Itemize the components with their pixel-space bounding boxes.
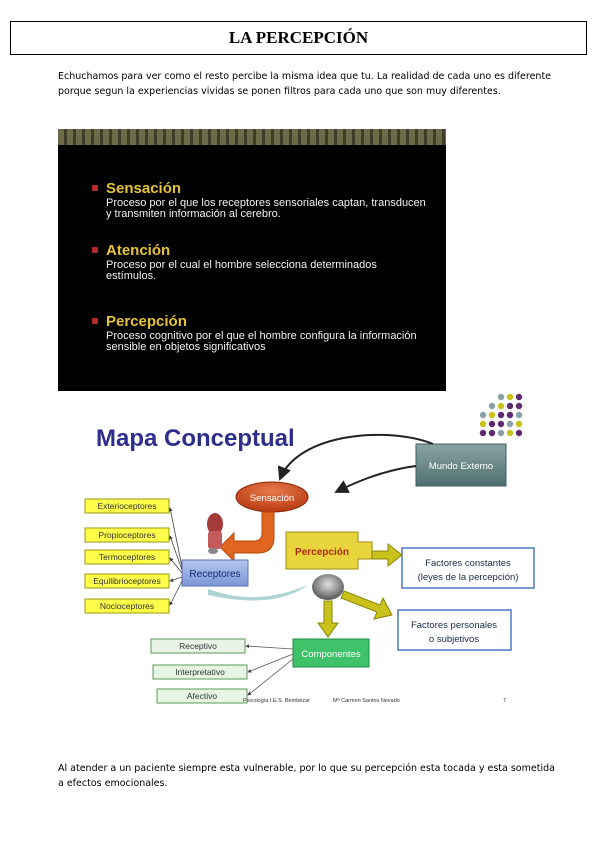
mundo-externo-label: Mundo Externo [429, 461, 493, 472]
decoration-dot [497, 393, 505, 401]
factores-personales-box [397, 609, 512, 651]
receptor-type-label: Exterioceptores [97, 501, 156, 511]
receptores-node [181, 559, 249, 587]
receptor-type-box [84, 498, 170, 514]
decoration-dot [497, 429, 505, 437]
receptor-type-label: Propioceptores [98, 530, 155, 540]
decoration-dot [506, 429, 514, 437]
decoration-dot [506, 402, 514, 410]
slide-text: Proceso cognitivo por el que el hombre c… [106, 330, 417, 353]
swoosh-decoration [208, 585, 308, 601]
decoration-dot [479, 411, 487, 419]
map-footer-mid: Mª Carmen Santos Nevado [333, 697, 400, 704]
arrow-percepcion-componentes [317, 600, 339, 638]
map-footer-page: 7 [503, 698, 506, 704]
arrow-mundo-sensacion [277, 433, 434, 481]
slide-text: Proceso por el que los receptores sensor… [106, 197, 426, 220]
componente-type-label: Interpretativo [175, 667, 225, 677]
slide-heading: Percepción [106, 313, 187, 330]
decoration-dot [488, 429, 496, 437]
page-title: LA PERCEPCIÓN [228, 28, 369, 47]
percepcion-label: Percepción [295, 547, 349, 558]
factores-personales-label: Factores personales [411, 620, 497, 631]
componentes-node [292, 638, 370, 668]
decoration-dot [497, 420, 505, 428]
receptor-type-box [84, 598, 170, 614]
arrow-mundo-sensacion-2 [334, 465, 417, 493]
decoration-dot [515, 402, 523, 410]
decoration-dot [515, 393, 523, 401]
closing-paragraph: Al atender a un paciente siempre esta vu… [58, 763, 555, 789]
factores-constantes-sub: (leyes de la percepción) [418, 572, 519, 583]
decoration-dot [506, 420, 514, 428]
componentes-types: Receptivo Interpretativo Afectivo [150, 638, 248, 704]
receptor-connectors [168, 507, 183, 606]
componente-type-box [152, 664, 248, 680]
decoration-dot [515, 411, 523, 419]
slide-heading: Atención [106, 242, 171, 259]
factores-constantes-box [401, 547, 535, 589]
receptores-label: Receptores [189, 569, 240, 580]
bullet-icon [92, 185, 98, 191]
componentes-connectors [245, 644, 294, 696]
factores-personales-sub: o subjetivos [429, 634, 479, 645]
slide-text: Proceso por el cual el hombre selecciona… [106, 259, 377, 282]
receptor-type-label: Nocioceptores [100, 601, 154, 611]
arrow-percepcion-personales [340, 590, 393, 620]
brain-icon [312, 574, 344, 600]
decoration-dot [497, 402, 505, 410]
intro-paragraph: Echuchamos para ver como el resto percib… [58, 71, 552, 97]
sensacion-label: Sensación [250, 493, 294, 504]
receptor-illustration [207, 513, 223, 554]
decoration-dot [497, 411, 505, 419]
slide-heading: Sensación [106, 180, 182, 197]
slide-item-sensacion: Sensación Proceso por el que los recepto… [92, 180, 426, 220]
mundo-externo-box [415, 443, 507, 487]
slide-item-percepcion: Percepción Proceso cognitivo por el que … [92, 313, 426, 353]
componentes-label: Componentes [301, 649, 360, 660]
receptor-type-box [84, 573, 170, 589]
arrow-sensacion-receptores [219, 511, 275, 563]
decoration-dot [515, 429, 523, 437]
decoration-dot [515, 420, 523, 428]
factores-constantes-label: Factores constantes [425, 558, 511, 569]
decoration-dot [488, 420, 496, 428]
decoration-dot [506, 393, 514, 401]
decoration-dot [479, 420, 487, 428]
decoration-dot [488, 402, 496, 410]
arrow-percepcion-constantes [371, 542, 403, 568]
slide-image: Sensación Proceso por el que los recepto… [58, 129, 446, 391]
componente-type-label: Receptivo [179, 641, 217, 651]
bullet-icon [92, 247, 98, 253]
map-footer-left: Psicología I.E.S. Bembézar [243, 698, 310, 704]
receptor-type-label: Equilibrioceptores [93, 576, 161, 586]
title-box: LA PERCEPCIÓN [10, 21, 587, 55]
componente-type-box [150, 638, 246, 654]
slide-top-bar [58, 129, 446, 145]
slide-item-atencion: Atención Proceso por el cual el hombre s… [92, 242, 426, 282]
receptor-types: Exterioceptores Propioceptores Termocept… [84, 498, 170, 614]
bullet-icon [92, 318, 98, 324]
componente-type-box [156, 688, 248, 704]
receptor-type-box [84, 527, 170, 543]
dot-grid-decoration [479, 393, 523, 437]
decoration-dot [488, 411, 496, 419]
componente-type-label: Afectivo [187, 691, 218, 701]
decoration-dot [479, 429, 487, 437]
receptor-type-label: Termoceptores [99, 552, 155, 562]
receptor-type-box [84, 549, 170, 565]
map-title: Mapa Conceptual [96, 425, 295, 452]
concept-map: Mapa Conceptual Mundo Externo Sensación … [84, 393, 535, 704]
decoration-dot [506, 411, 514, 419]
